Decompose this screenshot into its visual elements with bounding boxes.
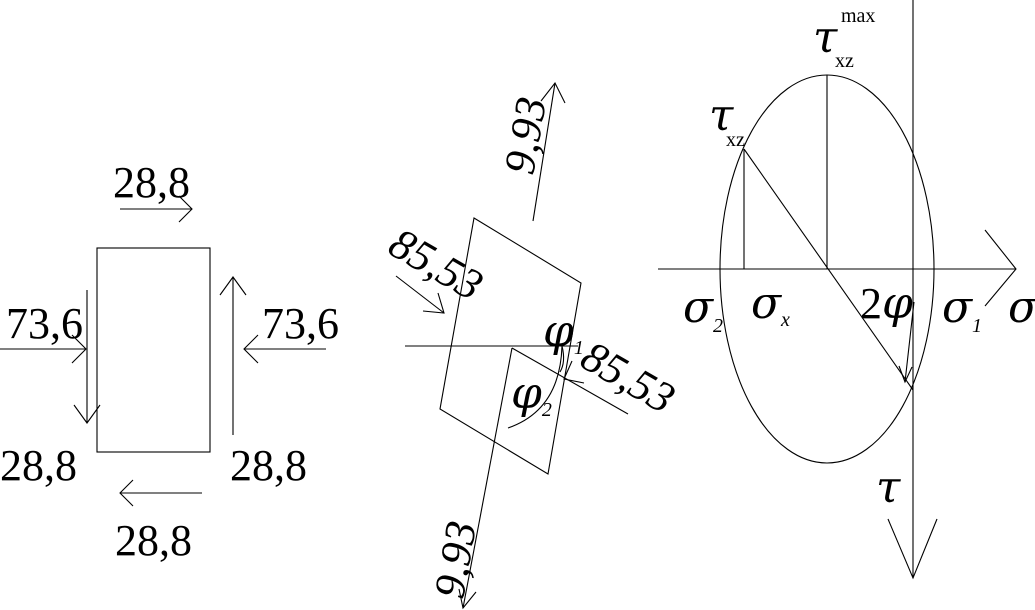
normal-axis-line <box>511 347 629 415</box>
label-tau-xz: τ <box>709 90 734 141</box>
label-sigma2: σ2 <box>683 282 723 337</box>
two-phi-arrow <box>898 301 915 384</box>
label-tau-max: τ <box>813 12 838 63</box>
label-two-phi: 2φ <box>860 278 913 329</box>
label-normal-left: 73,6 <box>6 299 83 348</box>
label-phi1: φ1 <box>543 306 584 359</box>
sigma-axis <box>658 229 1017 307</box>
label-sigma-top: 85,53 <box>381 218 491 310</box>
label-sigma1: σ1 <box>942 282 982 337</box>
diameter-line <box>743 148 914 391</box>
label-tau-xz-sub: xz <box>726 129 745 151</box>
label-sigma-axis: σ <box>1008 282 1035 333</box>
phi1-arc <box>559 345 565 373</box>
rotated-rect <box>439 217 582 475</box>
label-tau-top: 9,93 <box>495 93 557 177</box>
normal-arrow-left <box>0 334 87 364</box>
shear-arrow-left <box>73 290 101 424</box>
normal-arrow-right <box>243 334 326 364</box>
rotated-element: 85,53 85,53 9,93 9,93 φ1 φ2 <box>381 81 683 610</box>
label-phi2: φ2 <box>511 368 552 421</box>
label-shear-left: 28,8 <box>0 441 77 490</box>
label-shear-right: 28,8 <box>230 441 307 490</box>
label-shear-bottom: 28,8 <box>115 516 192 565</box>
label-tau-axis: τ <box>876 462 901 513</box>
shear-arrow-bottom <box>119 479 202 507</box>
shear-arrow-right <box>219 276 247 435</box>
label-tau-max-sup: max <box>841 5 875 27</box>
phi2-arc <box>507 345 563 429</box>
sigma-arrow-top <box>395 275 445 314</box>
mohr-circle-diagram: τ xz max τ xz σ2 σx 2φ σ1 σ τ <box>658 0 1035 580</box>
label-sigma-right: 85,53 <box>573 331 683 423</box>
label-sigmax: σx <box>751 278 790 331</box>
tau-axis <box>887 0 938 580</box>
label-tau-max-sub: xz <box>835 50 854 72</box>
shear-arrow-top <box>120 195 193 223</box>
tau-arrow-top <box>532 81 566 222</box>
stress-element: 28,8 28,8 73,6 28,8 73,6 28,8 <box>0 158 339 565</box>
element-rect <box>96 247 211 453</box>
label-tau-bottom: 9,93 <box>425 517 487 601</box>
label-shear-top: 28,8 <box>113 158 190 207</box>
sigma-arrow-right <box>563 360 585 384</box>
tau-arrow-bottom <box>458 347 513 610</box>
label-normal-right: 73,6 <box>262 299 339 348</box>
